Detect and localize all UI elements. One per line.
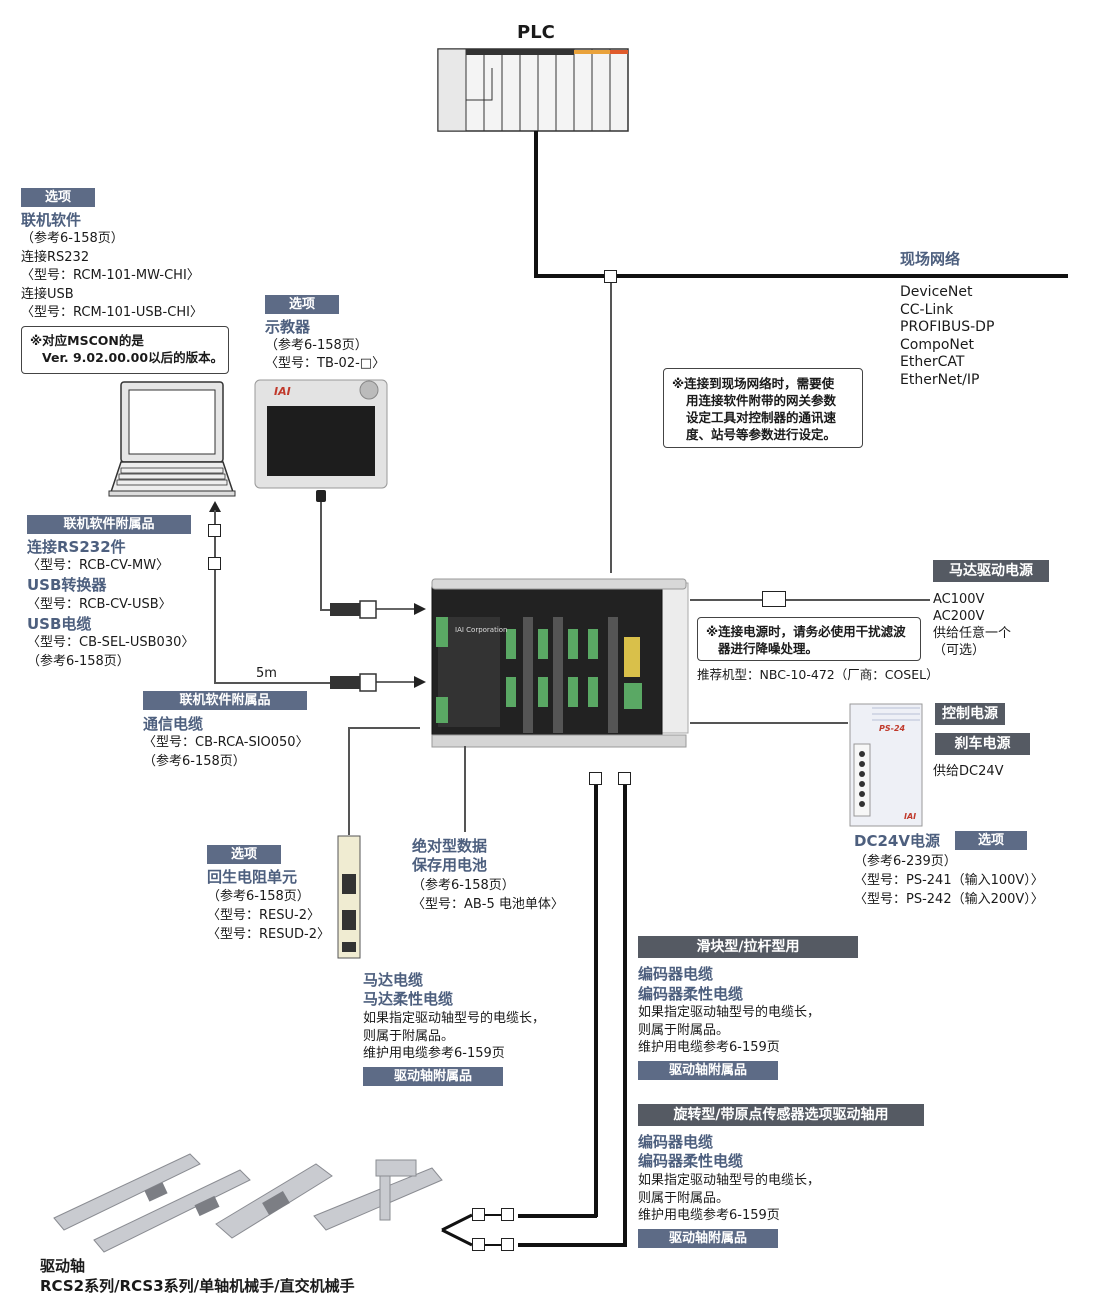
network-item: EtherCAT	[900, 354, 965, 370]
usb-cable-model: 〈型号：CB-SEL-USB030〉	[27, 635, 195, 650]
actuator-connector-box	[472, 1208, 485, 1221]
arrow-up-icon	[209, 501, 221, 512]
dc24v-option-tag: 选项	[955, 831, 1027, 850]
actuator-connector-box	[501, 1238, 514, 1251]
software-note: ※对应MSCON的是 Ver. 9.02.00.00以后的版本。	[21, 326, 229, 374]
motor-cable-tag: 驱动轴附属品	[363, 1067, 503, 1086]
motor-cable-title-2: 马达柔性电缆	[363, 990, 454, 1008]
encoder-connector-box	[618, 772, 631, 785]
brake-power-tag: 刹车电源	[935, 733, 1030, 755]
dc24v-details: （参考6-239页） 〈型号：PS-241（输入100V）〉 〈型号：PS-24…	[854, 854, 1044, 907]
actuator-title: 驱动轴	[40, 1257, 86, 1275]
regen-tag: 选项	[207, 845, 281, 864]
network-connector	[604, 270, 617, 283]
usb-converter-model: 〈型号：RCB-CV-USB〉	[27, 597, 172, 612]
network-item: DeviceNet	[900, 284, 973, 300]
rotary-title-2: 编码器柔性电缆	[638, 1152, 744, 1170]
teach-pendant-image	[254, 379, 388, 489]
usb-connector-plug	[330, 673, 426, 692]
slider-tag: 驱动轴附属品	[638, 1061, 778, 1080]
rs232-title: 连接RS232件	[27, 538, 126, 556]
accessories-tag: 联机软件附属品	[27, 515, 191, 534]
software-tag: 选项	[21, 188, 95, 207]
connector-box	[208, 524, 221, 537]
psu-image	[849, 703, 923, 827]
network-item: PROFIBUS-DP	[900, 319, 995, 335]
cable-fork	[441, 1213, 473, 1247]
regen-title: 回生电阻单元	[207, 868, 298, 886]
motor-cable-details: 如果指定驱动轴型号的电缆长， 则属于附属品。 维护用电缆参考6-159页	[363, 1011, 546, 1061]
cable-length: 5m	[256, 666, 277, 681]
comm-cable-title: 通信电缆	[143, 715, 204, 733]
network-list: DeviceNet CC-Link PROFIBUS-DP CompoNet E…	[900, 284, 994, 389]
laptop-icon	[108, 381, 236, 497]
motor-power-note: ※连接电源时，请务必使用干扰滤波 器进行降噪处理。	[697, 617, 921, 661]
noise-filter-box	[762, 591, 786, 607]
motor-power-tag: 马达驱动电源	[933, 560, 1049, 582]
battery-title-2: 保存用电池	[412, 856, 488, 874]
comm-cable-details: 〈型号：CB-RCA-SIO050〉 （参考6-158页）	[143, 735, 309, 769]
connector-box	[208, 557, 221, 570]
motor-cable-title-1: 马达电缆	[363, 971, 424, 989]
slider-title-2: 编码器柔性电缆	[638, 985, 744, 1003]
dc24v-title: DC24V电源	[854, 832, 940, 850]
rotary-title-1: 编码器电缆	[638, 1133, 714, 1151]
network-note: ※连接到现场网络时，需要使 用连接软件附带的网关参数 设定工具对控制器的通讯速 …	[663, 368, 863, 448]
slider-header: 滑块型/拉杆型用	[638, 936, 858, 958]
comm-cable-tag: 联机软件附属品	[143, 691, 307, 710]
controller-brand: IAI Corporation	[455, 626, 508, 634]
plc-unit	[437, 48, 629, 132]
supply-dc24v: 供给DC24V	[933, 764, 1004, 779]
software-title: 联机软件	[21, 211, 82, 229]
slider-title-1: 编码器电缆	[638, 965, 714, 983]
motor-power-details: AC100V AC200V 供给任意一个 （可选）	[933, 592, 1012, 658]
network-title: 现场网络	[900, 250, 961, 268]
usb-cable-title: USB电缆	[27, 615, 92, 633]
network-item: EtherNet/IP	[900, 371, 980, 388]
teach-tag: 选项	[265, 295, 339, 314]
recommend-model: 推荐机型：NBC-10-472（厂商：COSEL）	[697, 667, 939, 682]
slider-details: 如果指定驱动轴型号的电缆长， 则属于附属品。 维护用电缆参考6-159页	[638, 1005, 821, 1055]
battery-title-1: 绝对型数据	[412, 837, 488, 855]
actuator-connector-box	[472, 1238, 485, 1251]
actuator-connector-box	[501, 1208, 514, 1221]
actuator-series: RCS2系列/RCS3系列/单轴机械手/直交机械手	[40, 1277, 355, 1295]
plc-title: PLC	[517, 22, 555, 43]
teach-brand: IAI	[274, 385, 291, 398]
actuator-images	[53, 1153, 443, 1253]
encoder-connector-box	[589, 772, 602, 785]
regen-details: （参考6-158页） 〈型号：RESU-2〉 〈型号：RESUD-2〉	[207, 889, 330, 942]
usb-cable-ref: （参考6-158页）	[27, 654, 130, 669]
usb-converter-title: USB转换器	[27, 576, 107, 594]
battery-details: （参考6-158页） 〈型号：AB-5 电池单体〉	[412, 878, 564, 912]
control-power-tag: 控制电源	[935, 703, 1005, 725]
regen-unit-image	[337, 835, 361, 959]
network-item: CC-Link	[900, 301, 954, 318]
controller-image	[431, 578, 689, 748]
psu-label: PS-24	[879, 724, 906, 733]
teach-connector-plug	[330, 600, 426, 619]
psu-brand: IAI	[904, 812, 917, 821]
teach-title: 示教器	[265, 318, 311, 336]
teach-details: （参考6-158页） 〈型号：TB-02-□〉	[265, 338, 386, 371]
software-details: （参考6-158页） 连接RS232 〈型号：RCM-101-MW-CHI〉 连…	[21, 231, 203, 320]
rotary-details: 如果指定驱动轴型号的电缆长， 则属于附属品。 维护用电缆参考6-159页	[638, 1173, 821, 1223]
rotary-tag: 驱动轴附属品	[638, 1229, 778, 1248]
rotary-header: 旋转型/带原点传感器选项驱动轴用	[638, 1104, 924, 1126]
rs232-model: 〈型号：RCB-CV-MW〉	[27, 558, 170, 573]
network-item: CompoNet	[900, 336, 975, 353]
